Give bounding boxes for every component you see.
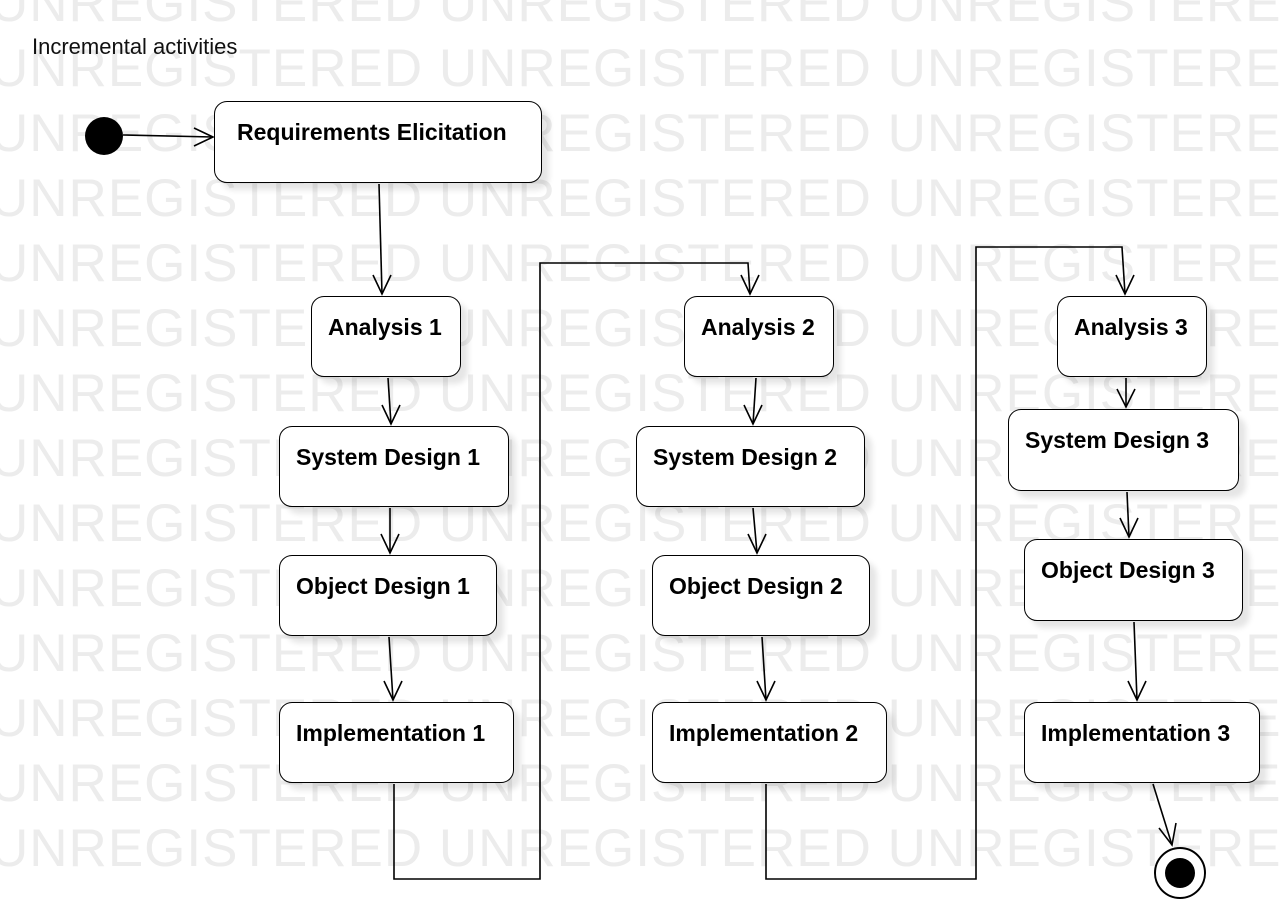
arrowhead: [1119, 517, 1139, 539]
node-implementation-3[interactable]: Implementation 3: [1024, 702, 1260, 783]
arrowhead: [740, 274, 760, 296]
flow-implementation-2-analysis-3: [765, 246, 1126, 880]
arrowhead: [1158, 822, 1177, 847]
node-object-design-1[interactable]: Object Design 1: [279, 555, 497, 636]
final-node-dot: [1165, 858, 1195, 888]
arrowhead: [1115, 274, 1135, 296]
node-implementation-2[interactable]: Implementation 2: [652, 702, 887, 783]
arrowhead: [372, 274, 392, 296]
arrowhead: [381, 404, 401, 426]
node-analysis-1[interactable]: Analysis 1: [311, 296, 461, 377]
node-object-design-2[interactable]: Object Design 2: [652, 555, 870, 636]
node-system-design-3[interactable]: System Design 3: [1008, 409, 1239, 491]
flow-analysis-2-system-design-2: [752, 377, 757, 425]
node-object-design-3[interactable]: Object Design 3: [1024, 539, 1243, 621]
node-requirements-elicitation[interactable]: Requirements Elicitation: [214, 101, 542, 183]
flow-implementation-1-analysis-2: [393, 262, 751, 880]
flow-system-design-2-object-design-2: [752, 507, 758, 554]
arrowhead: [193, 127, 215, 147]
flow-initial-requirements: [122, 134, 214, 138]
final-node: [1154, 847, 1206, 899]
arrowhead: [743, 404, 763, 426]
flow-analysis-1-system-design-1: [387, 377, 392, 425]
node-analysis-3[interactable]: Analysis 3: [1057, 296, 1207, 377]
flow-object-design-2-implementation-2: [761, 636, 767, 701]
arrowhead: [1127, 680, 1147, 702]
arrowhead: [383, 680, 403, 702]
arrowhead: [747, 533, 767, 555]
flow-system-design-3-object-design-3: [1126, 491, 1130, 538]
initial-node: [85, 117, 123, 155]
diagram-title: Incremental activities: [32, 34, 238, 59]
node-implementation-1[interactable]: Implementation 1: [279, 702, 514, 783]
arrowhead: [756, 680, 776, 702]
flow-requirements-analysis-1: [378, 183, 383, 295]
arrowhead: [380, 533, 400, 555]
arrowhead: [1116, 388, 1136, 409]
node-system-design-2[interactable]: System Design 2: [636, 426, 865, 507]
node-system-design-1[interactable]: System Design 1: [279, 426, 509, 507]
flow-implementation-3-final: [1152, 783, 1173, 846]
flow-object-design-3-implementation-3: [1133, 621, 1138, 701]
node-analysis-2[interactable]: Analysis 2: [684, 296, 834, 377]
flow-object-design-1-implementation-1: [388, 636, 394, 701]
